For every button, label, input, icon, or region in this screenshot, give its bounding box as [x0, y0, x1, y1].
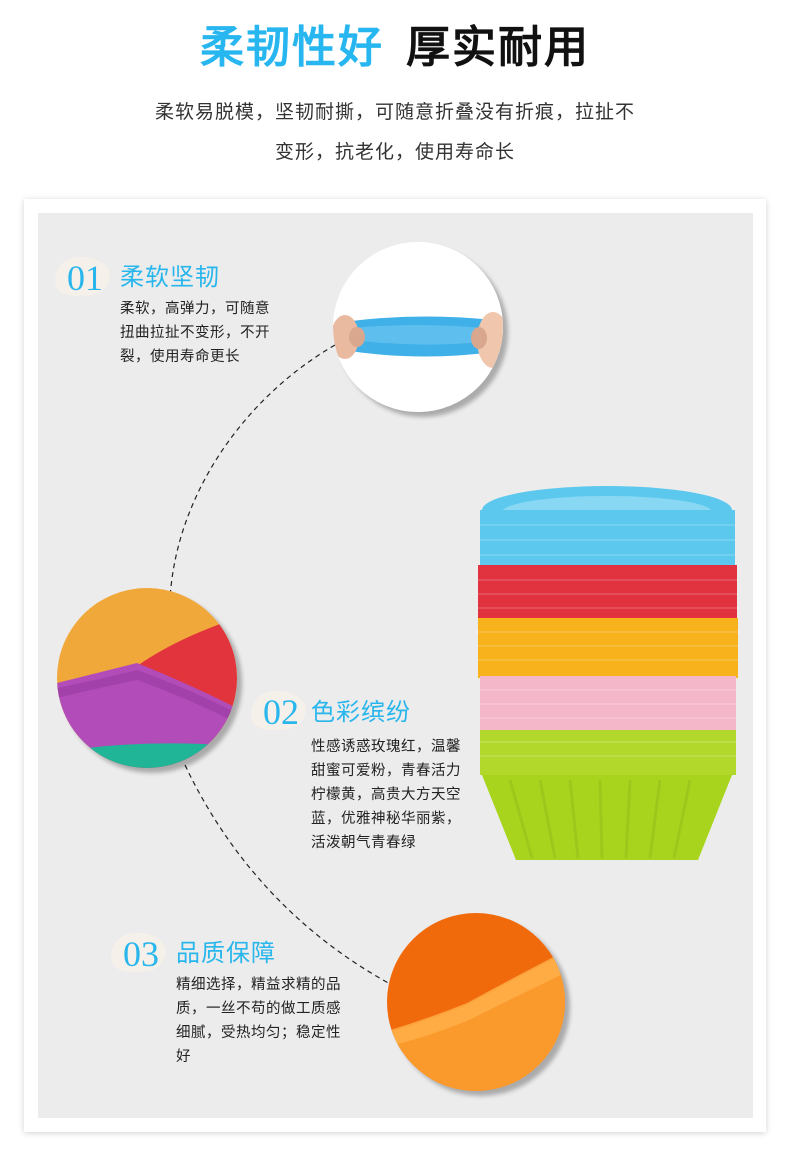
orange-cup-illustration [387, 913, 565, 1091]
stretched-cup-illustration [333, 242, 503, 412]
subtitle-line-2: 变形，抗老化，使用寿命长 [274, 141, 515, 163]
cupcake-cups-stack-illustration [478, 486, 738, 860]
page-subtitle: 柔软易脱模，坚韧耐撕，可随意折叠没有折痕，拉扯不 变形，抗老化，使用寿命长 [0, 92, 790, 172]
feature-body: 性感诱惑玫瑰红，温馨 甜蜜可爱粉，青春活力 柠檬黄，高贵大方天空 蓝，优雅神秘华… [311, 739, 461, 851]
blob-shape-icon [111, 932, 166, 973]
badge-01: 01 [54, 256, 112, 298]
blob-shape-icon [55, 256, 110, 297]
feature-body: 精细选择，精益求精的品 质，一丝不苟的做工质感 细腻，受热均匀；稳定性 好 [176, 977, 341, 1065]
feature-title: 色彩缤纷 [311, 698, 411, 726]
stretch-image [333, 242, 503, 412]
colorful-waves-illustration [57, 588, 237, 768]
cupcake-stack-image [470, 480, 745, 865]
title-dark: 厚实耐用 [406, 22, 590, 73]
subtitle-line-1: 柔软易脱模，坚韧耐撕，可随意折叠没有折痕，拉扯不 [154, 101, 635, 123]
feature-number: 01 [67, 258, 103, 298]
page-title: 柔韧性好厚实耐用 [0, 18, 790, 78]
blob-shape-icon [251, 690, 306, 731]
colorful-edges-image [57, 588, 237, 768]
orange-cup-image [387, 913, 565, 1091]
feature-number: 02 [263, 692, 299, 732]
feature-title: 品质保障 [176, 939, 276, 967]
feature-body: 柔软，高弹力，可随意 扭曲拉扯不变形，不开 裂，使用寿命更长 [120, 301, 270, 365]
badge-02: 02 [250, 690, 308, 732]
badge-03: 03 [110, 932, 168, 974]
feature-number: 03 [123, 934, 159, 974]
feature-title: 柔软坚韧 [120, 263, 220, 291]
title-accent: 柔韧性好 [200, 22, 384, 73]
